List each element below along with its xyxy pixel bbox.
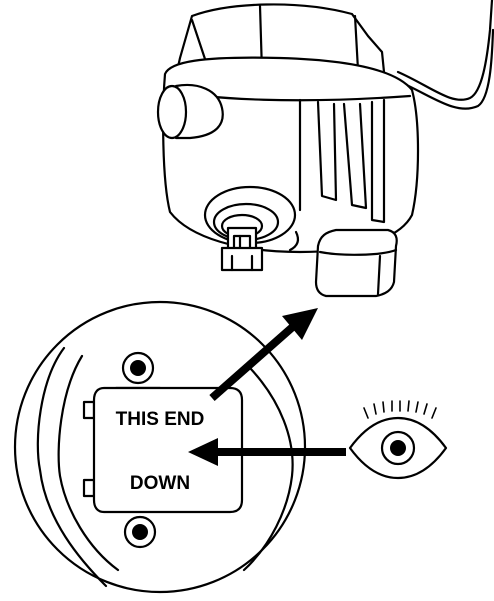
label-line-1: THIS END <box>116 409 205 430</box>
device-illustration <box>156 0 494 298</box>
zoom-circle: THIS END DOWN <box>13 300 307 594</box>
arrow-left <box>188 438 346 466</box>
arrow-up-right <box>209 308 318 402</box>
label-line-2: DOWN <box>130 473 190 494</box>
eye-icon <box>348 400 448 480</box>
